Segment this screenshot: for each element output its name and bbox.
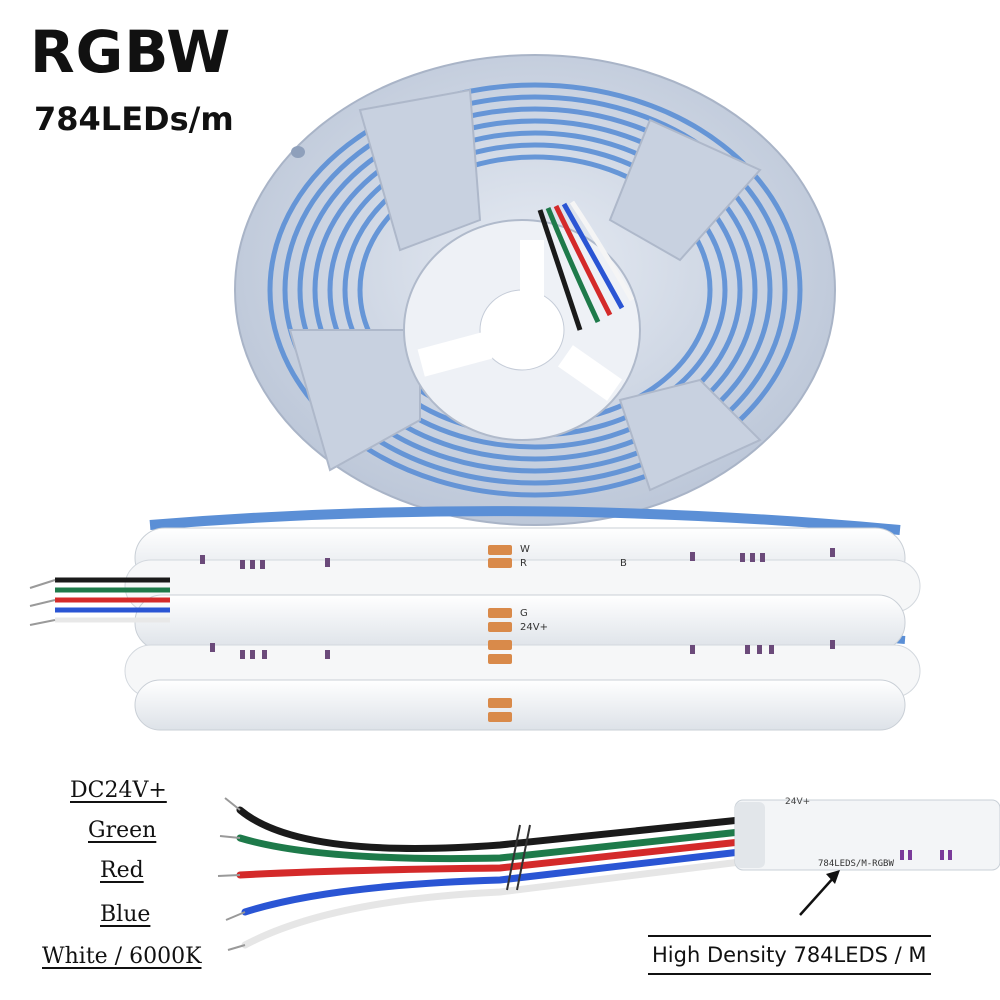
pad-label-b: B xyxy=(620,558,627,569)
pad-label-24v: 24V+ xyxy=(520,622,548,633)
wire-label-red: Red xyxy=(100,858,144,883)
reel xyxy=(234,54,836,526)
wire-label-dc24v: DC24V+ xyxy=(70,778,167,803)
pad-label-g: G xyxy=(520,608,528,619)
reel-spokes xyxy=(288,88,762,492)
wire-white xyxy=(241,858,744,949)
product-title: RGBW xyxy=(30,18,232,86)
wiring-diagram: 24V+ 784LEDS/M-RGBW xyxy=(217,797,1000,951)
pad-label-r: R xyxy=(520,558,527,569)
svg-text:24V+: 24V+ xyxy=(785,797,810,807)
wire-dc24v xyxy=(236,806,744,852)
led-density-label: 784LEDs/m xyxy=(34,100,234,138)
wire-label-green: Green xyxy=(88,818,157,843)
wire-red xyxy=(236,838,744,879)
wire-label-blue: Blue xyxy=(100,902,151,927)
wire-blue xyxy=(241,848,744,916)
wire-label-white: White / 6000K xyxy=(42,944,202,969)
pad-label-w: W xyxy=(520,544,530,555)
strip-wire-tails xyxy=(55,577,170,623)
led-strip-loops: W R G 24V+ B xyxy=(29,506,921,731)
strip-print-text: 784LEDS/M-RGBW xyxy=(818,859,894,869)
density-callout: High Density 784LEDS / M xyxy=(648,935,931,975)
callout-arrow xyxy=(799,875,836,916)
wire-green xyxy=(236,828,744,863)
hub-wires xyxy=(537,200,635,331)
solder-pads xyxy=(488,545,512,722)
